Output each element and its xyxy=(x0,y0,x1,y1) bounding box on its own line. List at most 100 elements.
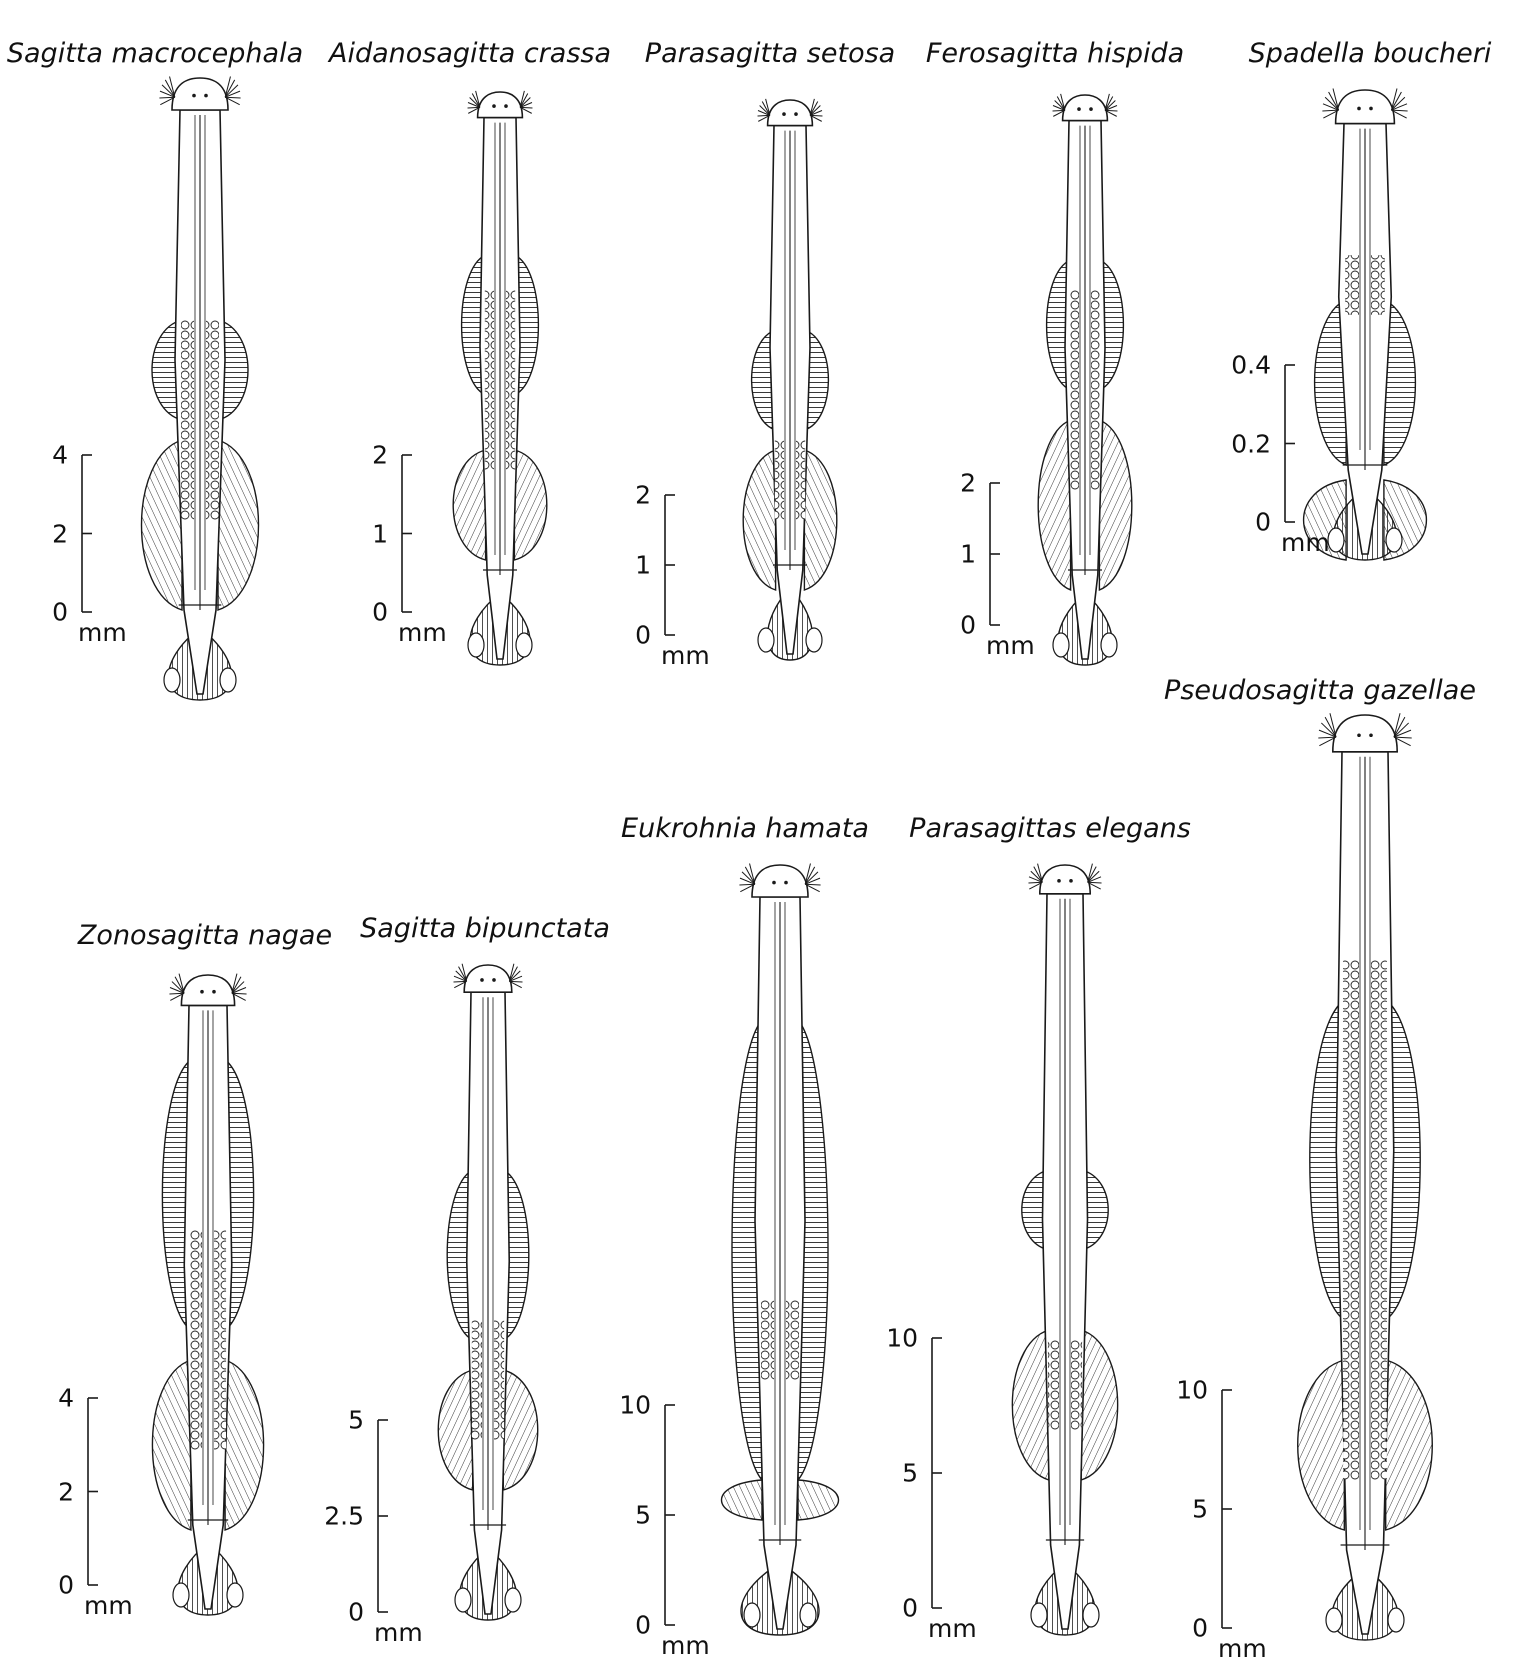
grasping-spine xyxy=(1322,109,1339,112)
ovary xyxy=(1091,290,1101,490)
grasping-spine xyxy=(1053,109,1066,117)
grasping-spine xyxy=(231,976,242,994)
scale-unit: mm xyxy=(661,641,710,670)
scale-tick-label: 0 xyxy=(348,1597,364,1627)
grasping-spine xyxy=(169,987,185,994)
grasping-spine xyxy=(1028,881,1043,884)
ovary xyxy=(494,1320,505,1440)
chaetognath-drawing xyxy=(1037,93,1133,666)
grasping-spine xyxy=(471,93,481,108)
grasping-spine xyxy=(1393,713,1401,738)
seminal-vesicle xyxy=(757,627,775,653)
scale-tick-label: 4 xyxy=(52,440,68,470)
grasping-spine xyxy=(519,106,532,114)
grasping-spine xyxy=(804,871,819,885)
head xyxy=(476,91,524,119)
scale-unit: mm xyxy=(986,631,1035,660)
scale-tick-label: 4 xyxy=(58,1383,74,1413)
chaetognath-drawing xyxy=(1302,88,1428,561)
seminal-vesicle xyxy=(454,1587,472,1613)
grasping-spine xyxy=(1328,91,1339,111)
scale-tick-label: 0 xyxy=(635,1610,651,1640)
grasping-spine xyxy=(1323,109,1339,119)
grasping-spine xyxy=(225,90,241,98)
grasping-spine xyxy=(765,98,771,116)
posterior-fin-right xyxy=(803,449,838,591)
grasping-spine xyxy=(231,987,247,994)
scale-bar xyxy=(401,454,412,613)
grasping-spine xyxy=(1320,722,1337,738)
chaetognath-drawing xyxy=(140,76,260,701)
posterior-fin-right xyxy=(224,1359,265,1531)
seminal-vesicle xyxy=(226,1582,244,1608)
grasping-spine xyxy=(1087,870,1100,883)
grasping-spine xyxy=(161,84,176,98)
grasping-spine xyxy=(1087,866,1097,883)
grasping-spine xyxy=(169,992,185,995)
chaetognath-drawing xyxy=(151,973,265,1616)
grasping-spine xyxy=(739,877,755,885)
scale-tick-label: 0 xyxy=(1255,507,1271,537)
grasping-spine xyxy=(759,105,771,116)
grasping-spine xyxy=(758,114,771,122)
grasping-spine xyxy=(171,981,185,994)
seminal-vesicle xyxy=(1387,1607,1405,1633)
posterior-fin-left xyxy=(140,439,183,611)
seminal-vesicle xyxy=(799,1602,817,1628)
species-name: Aidanosagitta crassa xyxy=(328,38,612,69)
grasping-spine xyxy=(231,992,247,995)
scale-tick-label: 2 xyxy=(635,480,651,510)
species-name: Ferosagitta hispida xyxy=(925,38,1185,69)
scale-bar xyxy=(664,494,675,636)
ovary xyxy=(774,440,784,520)
grasping-spine xyxy=(1332,88,1340,111)
species-name: Sagitta bipunctata xyxy=(360,913,610,944)
eye xyxy=(1089,107,1093,111)
ovary xyxy=(206,320,219,520)
grasping-spine xyxy=(1028,876,1043,883)
anterior-fin-right xyxy=(513,253,540,397)
grasping-spine xyxy=(805,877,821,885)
ovary xyxy=(1345,255,1359,315)
ovary xyxy=(1069,290,1079,490)
seminal-vesicle xyxy=(1082,1602,1100,1628)
grasping-spine xyxy=(757,110,771,116)
grasping-spine xyxy=(164,79,176,98)
grasping-spine xyxy=(805,883,821,886)
eye xyxy=(192,93,196,98)
scale-tick-label: 2 xyxy=(52,519,68,548)
grasping-spine xyxy=(520,106,533,109)
grasping-spine xyxy=(475,90,481,108)
eye xyxy=(492,104,496,108)
seminal-vesicle xyxy=(504,1587,522,1613)
grasping-spine xyxy=(519,97,531,108)
eye xyxy=(772,880,776,885)
scale-bar xyxy=(377,1419,388,1613)
head xyxy=(1334,89,1396,125)
grasping-spine xyxy=(809,110,823,116)
posterior-fin-right xyxy=(1080,1329,1119,1481)
scale-tick-label: 2 xyxy=(960,468,976,498)
grasping-spine xyxy=(1318,736,1337,739)
grasping-spine xyxy=(508,966,518,982)
grasping-spine xyxy=(1087,881,1102,884)
scale-tick-label: 0.4 xyxy=(1231,350,1271,380)
grasping-spine xyxy=(454,980,467,989)
grasping-spine xyxy=(1104,105,1118,111)
scale-tick-label: 5 xyxy=(902,1458,918,1488)
posterior-fin-right xyxy=(513,449,548,561)
scale-tick-label: 0 xyxy=(902,1593,918,1623)
chaetognath-drawing xyxy=(1297,713,1433,1641)
ovary xyxy=(1371,255,1385,315)
scale-bar xyxy=(664,1404,675,1626)
eye xyxy=(1057,879,1061,883)
grasping-spine xyxy=(519,93,529,108)
grasping-spine xyxy=(1324,96,1339,111)
scale-bar xyxy=(87,1397,98,1586)
grasping-spine xyxy=(804,883,820,893)
grasping-spine xyxy=(1391,91,1402,111)
head xyxy=(1331,714,1399,753)
scale-unit: mm xyxy=(78,618,127,647)
posterior-fin-left xyxy=(437,1369,474,1491)
